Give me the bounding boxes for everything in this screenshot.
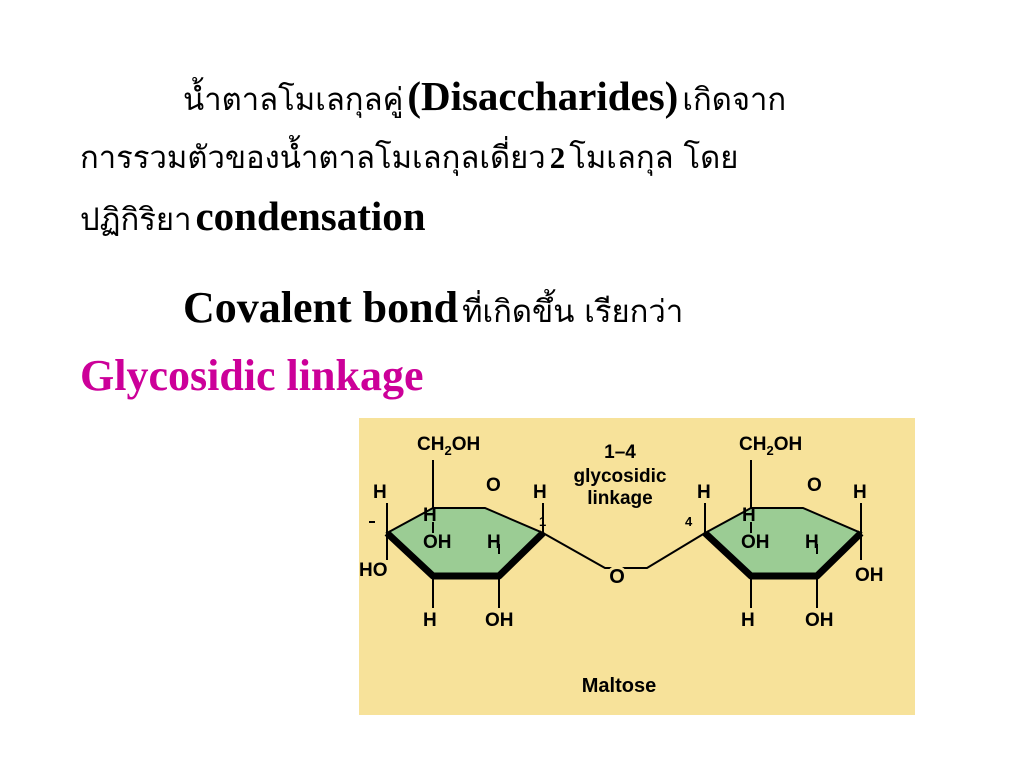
- right-ring-bold-edge: [702, 530, 864, 580]
- left-c1-h: H: [533, 482, 547, 503]
- para1-line1: น้ำตาลโมเลกุลคู่ (Disaccharides) เกิดจาก: [183, 76, 786, 117]
- para2-line1: Covalent bond ที่เกิดขึ้น เรียกว่า: [183, 286, 683, 330]
- para2-eng-covalent-bond: Covalent bond: [183, 283, 459, 332]
- right-c1-h: H: [853, 482, 867, 503]
- left-ch2oh-label: CH2OH: [417, 434, 480, 458]
- para1-eng-disaccharides: (Disaccharides): [407, 73, 679, 119]
- right-c3-oh: OH: [741, 532, 770, 553]
- right-ch2oh-label: CH2OH: [739, 434, 802, 458]
- left-c3-oh: OH: [423, 532, 452, 553]
- left-bottom-oh: OH: [485, 610, 514, 631]
- para1-thai-molecule: โมเลกุล โดย: [569, 140, 739, 176]
- carbon-4-label: 4: [685, 514, 693, 529]
- left-c4-h: H: [423, 505, 437, 526]
- para2-thai-called: ที่เกิดขึ้น เรียกว่า: [462, 294, 684, 330]
- linkage-label-linkage: linkage: [587, 488, 652, 509]
- para1-eng-condensation: condensation: [195, 193, 426, 239]
- linkage-label-glycosidic: glycosidic: [574, 466, 667, 487]
- right-c5-h: H: [742, 505, 756, 526]
- right-c1-oh: OH: [855, 565, 884, 586]
- para1-line3: ปฏิกิริยา condensation: [80, 196, 426, 237]
- para1-thai-reaction: ปฏิกิริยา: [80, 202, 192, 238]
- carbon-1-label: 1: [539, 514, 546, 529]
- left-c2-h: H: [487, 532, 501, 553]
- right-ring-oxygen: O: [807, 475, 822, 496]
- right-c4-h: H: [697, 482, 711, 503]
- para1-line2: การรวมตัวของน้ำตาลโมเลกุลเดี่ยว 2 โมเลกุ…: [80, 142, 738, 174]
- para1-thai-arise: เกิดจาก: [682, 82, 787, 118]
- linkage-label-1-4: 1–4: [604, 442, 636, 463]
- right-c2-h: H: [805, 532, 819, 553]
- maltose-diagram: CH2OH O H H H OH H HO H OH 1 1–4 glycosi…: [359, 418, 915, 715]
- para1-number-two: 2: [549, 140, 566, 175]
- glycosidic-bond: [542, 532, 706, 569]
- bridge-oxygen: O: [609, 566, 625, 588]
- left-c5-h: H: [373, 482, 387, 503]
- glycosidic-linkage-heading: Glycosidic linkage: [80, 351, 424, 400]
- para2-line2: Glycosidic linkage: [80, 354, 423, 398]
- maltose-caption: Maltose: [582, 675, 656, 697]
- left-bottom-h: H: [423, 610, 437, 631]
- right-bottom-oh: OH: [805, 610, 834, 631]
- left-ring-oxygen: O: [486, 475, 501, 496]
- para1-thai-combine: การรวมตัวของน้ำตาลโมเลกุลเดี่ยว: [80, 140, 546, 176]
- para1-thai-disaccharide: น้ำตาลโมเลกุลคู่: [183, 82, 404, 118]
- left-c4-ho: HO: [359, 560, 388, 581]
- left-ring-bold-edge: [384, 530, 546, 580]
- right-bottom-h: H: [741, 610, 755, 631]
